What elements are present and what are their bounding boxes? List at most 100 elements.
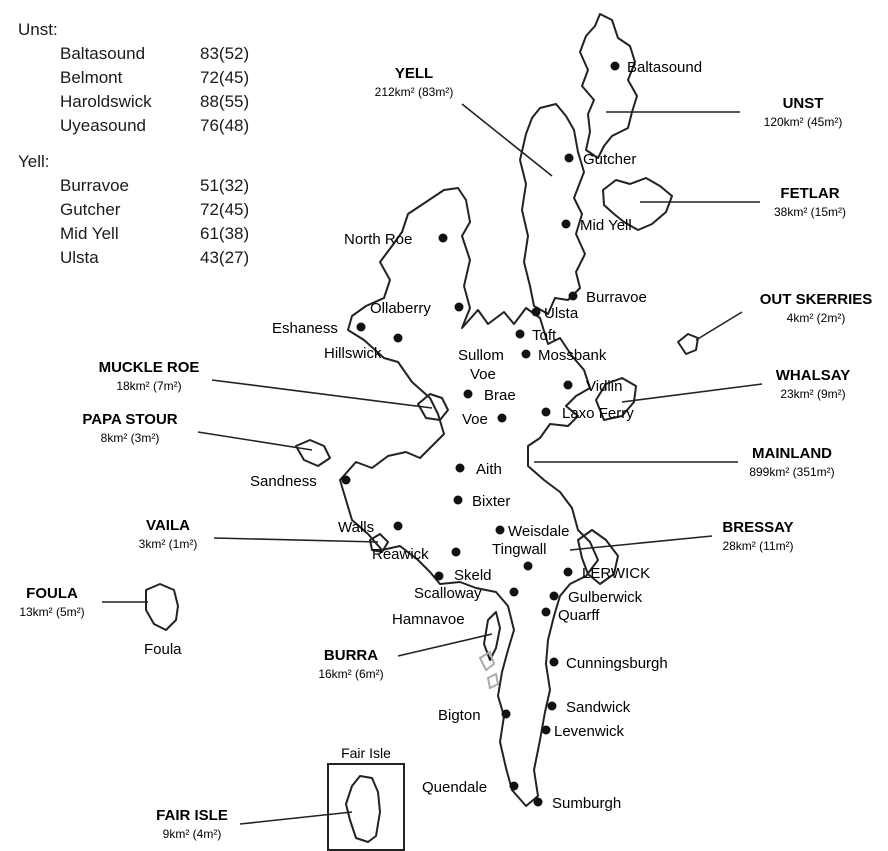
town-dot (549, 591, 559, 601)
legend-row: Gutcher 72(45) (18, 198, 249, 222)
mainland-coast (339, 187, 599, 807)
legend-place: Gutcher (60, 200, 121, 219)
town-label-sandness: Sandness (250, 473, 317, 490)
island-name-papa-stour: PAPA STOUR (82, 411, 177, 428)
town-dot (563, 380, 573, 390)
island-area-out-skerries: 4km² (2m²) (787, 311, 846, 325)
town-label-quendale: Quendale (422, 779, 487, 796)
island-name-mainland: MAINLAND (752, 445, 832, 462)
trondra-coast (478, 650, 496, 672)
legend-row: Haroldswick 88(55) (18, 90, 249, 114)
burra-coast (483, 611, 501, 661)
town-label-skeld: Skeld (454, 567, 492, 584)
town-dot (497, 413, 507, 423)
town-label-laxo-ferry: Laxo Ferry (562, 405, 634, 422)
island-name-fetlar: FETLAR (780, 185, 839, 202)
town-dot (393, 521, 403, 531)
island-area-bressay: 28km² (11m²) (722, 539, 793, 553)
foula-coast (145, 583, 179, 631)
muckle-roe-leader (211, 379, 433, 409)
town-dot (451, 547, 461, 557)
town-dot (533, 797, 543, 807)
legend-group-title: Unst: (18, 20, 58, 39)
town-label-aith: Aith (476, 461, 502, 478)
island-name-burra: BURRA (324, 647, 378, 664)
legend-row: Mid Yell 61(38) (18, 222, 249, 246)
town-label-bigton: Bigton (438, 707, 481, 724)
island-name-muckle-roe: MUCKLE ROE (99, 359, 200, 376)
town-dot (521, 349, 531, 359)
distance-legend: Unst: Baltasound 83(52) Belmont 72(45) H… (18, 18, 249, 270)
town-dot (541, 725, 551, 735)
legend-place: Mid Yell (60, 224, 119, 243)
island-area-vaila: 3km² (1m²) (139, 537, 198, 551)
town-dot (455, 463, 465, 473)
town-label-toft: Toft (532, 327, 557, 344)
east-burra-coast (486, 672, 500, 690)
island-name-vaila: VAILA (146, 517, 190, 534)
legend-row: Uyeasound 76(48) (18, 114, 249, 138)
legend-row: Burravoe 51(32) (18, 174, 249, 198)
legend-distance: 88(55) (200, 92, 250, 111)
town-label-ulsta: Ulsta (544, 305, 579, 322)
town-label-sumburgh: Sumburgh (552, 795, 621, 812)
legend-place: Baltasound (60, 44, 146, 63)
legend-place: Burravoe (60, 176, 129, 195)
town-label-walls: Walls (338, 519, 374, 536)
island-name-fair-isle: FAIR ISLE (156, 807, 228, 824)
town-dot (509, 587, 519, 597)
fair-isle-coast (345, 775, 381, 843)
town-label-baltasound: Baltasound (627, 59, 702, 76)
island-name-yell: YELL (395, 65, 433, 82)
town-label-tingwall: Tingwall (492, 541, 546, 558)
town-dot (515, 329, 525, 339)
legend-row: Ulsta 43(27) (18, 246, 249, 270)
legend-row: Belmont 72(45) (18, 66, 249, 90)
island-name-unst: UNST (783, 95, 824, 112)
town-label-voe: Voe (462, 411, 488, 428)
island-area-foula: 13km² (5m²) (19, 605, 84, 619)
legend-distance: 76(48) (200, 116, 250, 135)
town-dot (564, 153, 574, 163)
island-area-burra: 16km² (6m²) (318, 667, 383, 681)
out-skerries-coast (677, 333, 699, 355)
island-area-papa-stour: 8km² (3m²) (101, 431, 160, 445)
town-dot (523, 561, 533, 571)
town-dot (453, 495, 463, 505)
whalsay-leader (621, 383, 763, 403)
town-dot (549, 657, 559, 667)
town-label-weisdale: Weisdale (508, 523, 569, 540)
town-label-sandwick: Sandwick (566, 699, 631, 716)
town-dot (541, 607, 551, 617)
town-dot (610, 61, 620, 71)
town-dot (356, 322, 366, 332)
unst-coast (579, 13, 638, 159)
legend-place: Uyeasound (60, 116, 147, 135)
town-label-north-roe: North Roe (344, 231, 412, 248)
town-dot (341, 475, 351, 485)
town-dot (509, 781, 519, 791)
town-dot (547, 701, 557, 711)
town-label-bixter: Bixter (472, 493, 510, 510)
town-label-lerwick: LERWICK (582, 565, 650, 582)
legend-distance: 72(45) (200, 200, 250, 219)
legend-place: Ulsta (60, 248, 99, 267)
vaila-leader (213, 537, 379, 543)
legend-distance: 61(38) (200, 224, 250, 243)
island-area-fetlar: 38km² (15m²) (774, 205, 846, 219)
town-label-scalloway: Scalloway (414, 585, 482, 602)
town-dot (561, 219, 571, 229)
town-dot (568, 291, 578, 301)
papa-stour-leader (197, 431, 313, 451)
vaila-coast (369, 533, 389, 553)
bressay-leader (569, 535, 713, 551)
town-label-quarff: Quarff (558, 607, 600, 624)
island-name-out-skerries: OUT SKERRIES (760, 291, 873, 308)
town-dot (454, 302, 464, 312)
fair-isle-inset-title: Fair Isle (341, 745, 391, 761)
town-dot (463, 389, 473, 399)
town-label-brae: Brae (484, 387, 516, 404)
town-dot (531, 307, 541, 317)
legend-distance: 51(32) (200, 176, 250, 195)
